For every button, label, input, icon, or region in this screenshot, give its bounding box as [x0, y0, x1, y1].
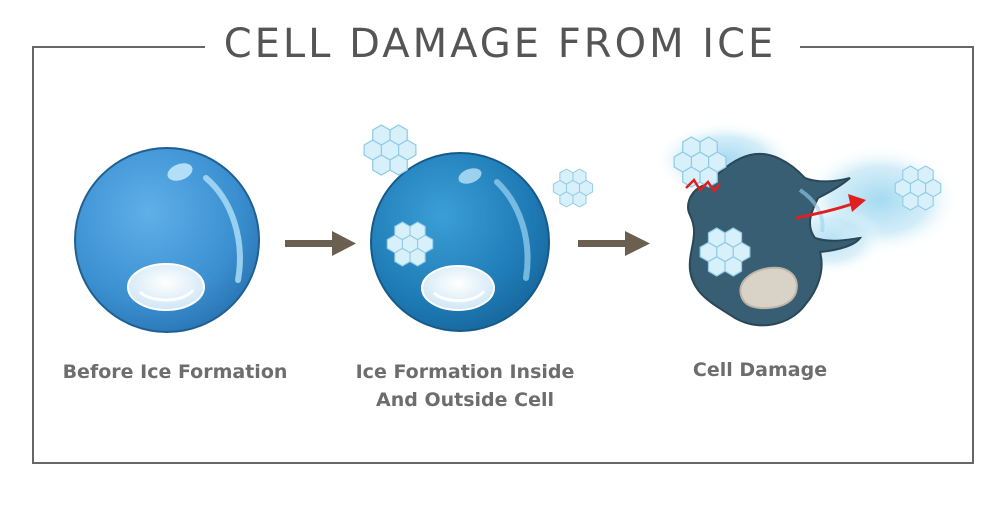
caption-ice-formation: Ice Formation Inside And Outside Cell — [355, 361, 575, 411]
frozen-cell — [370, 152, 550, 332]
nucleus-icon — [421, 265, 495, 311]
ice-crystal-icon — [364, 125, 416, 175]
damaged-cell — [655, 122, 960, 327]
nucleus-icon — [127, 263, 205, 311]
diagram-frame — [32, 46, 974, 464]
caption-before-ice: Before Ice Formation — [62, 361, 288, 383]
caption-cell-damage: Cell Damage — [692, 359, 828, 381]
healthy-cell — [74, 147, 260, 333]
arrow-right-icon — [578, 231, 650, 256]
arrow-right-icon — [285, 231, 356, 256]
ice-crystal-icon — [553, 169, 592, 207]
nucleus-icon — [739, 266, 798, 310]
page-title: CELL DAMAGE FROM ICE — [0, 20, 1000, 68]
